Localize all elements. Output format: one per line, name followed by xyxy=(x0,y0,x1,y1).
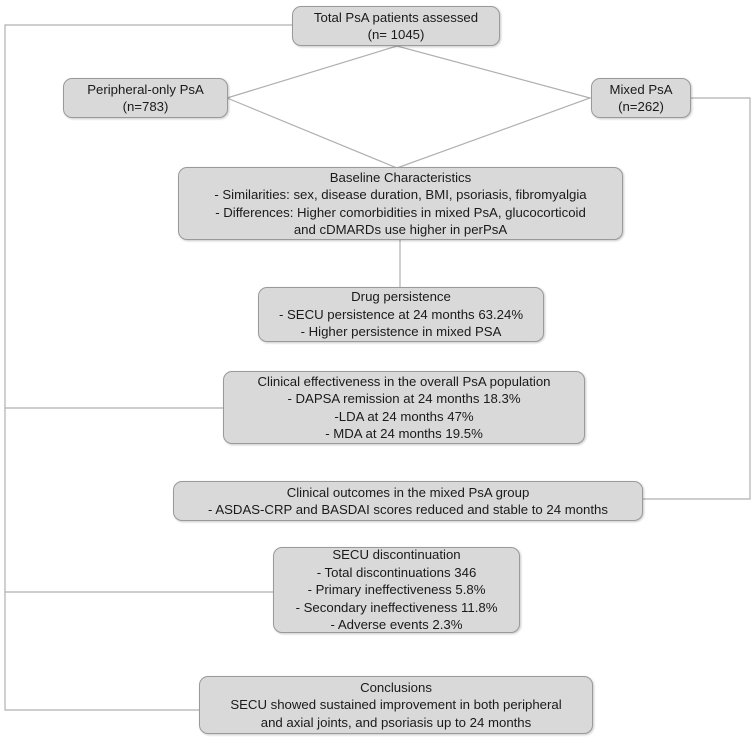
drug-persistence-node-line-2: - SECU persistence at 24 months 63.24% xyxy=(278,306,524,322)
mixed-psa-node-line-2: (n=262) xyxy=(618,99,664,114)
drug-persistence-node[interactable]: Drug persistence- SECU persistence at 24… xyxy=(258,287,544,342)
baseline-characteristics-node-line-3: - Differences: Higher comorbidities in m… xyxy=(215,204,586,220)
clinical-effectiveness-node-line-4: - MDA at 24 months 19.5% xyxy=(325,426,483,441)
clinical-effectiveness-node-line-1: Clinical effectiveness in the overall Ps… xyxy=(257,373,551,389)
clinical-outcomes-mixed-node[interactable]: Clinical outcomes in the mixed PsA group… xyxy=(173,481,643,521)
clinical-effectiveness-node-line-2: - DAPSA remission at 24 months 18.3% xyxy=(287,391,521,406)
baseline-characteristics-node-line-4: and cDMARDs use higher in perPsA xyxy=(293,222,508,237)
mixed-psa-node[interactable]: Mixed PsA (n=262) xyxy=(591,78,691,118)
clinical-effectiveness-node[interactable]: Clinical effectiveness in the overall Ps… xyxy=(223,371,585,444)
secu-discontinuation-node-line-3: - Primary ineffectiveness 5.8% xyxy=(307,582,486,598)
baseline-characteristics-node[interactable]: Baseline Characteristics - Similarities: … xyxy=(178,167,623,240)
diamond-split-connector xyxy=(225,45,592,169)
total-patients-node[interactable]: Total PsA patients assessed (n= 1045) xyxy=(292,6,500,46)
total-to-left-rail-connector xyxy=(4,24,292,711)
peripheral-only-psa-node-line-1: Peripheral-only PsA xyxy=(87,81,204,97)
conclusions-node-line-2: SECU showed sustained improvement in bot… xyxy=(230,697,562,713)
baseline-characteristics-node-line-1: Baseline Characteristics xyxy=(329,169,472,185)
secu-discontinuation-node-line-2: - Total discontinuations 346 xyxy=(316,564,477,580)
mixed-to-right-rail-connector xyxy=(643,97,751,500)
peripheral-only-psa-node-line-2: (n=783) xyxy=(122,99,169,114)
total-patients-node-line-1: Total PsA patients assessed xyxy=(313,9,479,25)
conclusions-node-line-3: and axial joints, and psoriasis up to 24… xyxy=(260,714,532,730)
baseline-characteristics-node-line-2: - Similarities: sex, disease duration, B… xyxy=(214,187,587,202)
clinical-outcomes-mixed-node-line-2: - ASDAS-CRP and BASDAI scores reduced an… xyxy=(208,502,608,517)
drug-persistence-node-line-3: - Higher persistence in mixed PSA xyxy=(300,324,502,340)
drug-persistence-node-line-1: Drug persistence xyxy=(351,289,451,305)
secu-discontinuation-node-line-1: SECU discontinuation xyxy=(332,547,461,563)
conclusions-node-line-1: Conclusions xyxy=(360,679,432,695)
secu-discontinuation-node-line-5: - Adverse events 2.3% xyxy=(330,617,463,633)
secu-discontinuation-node[interactable]: SECU discontinuation- Total discontinuat… xyxy=(273,547,520,633)
clinical-effectiveness-node-line-3: -LDA at 24 months 47% xyxy=(334,408,474,424)
total-patients-node-line-2: (n= 1045) xyxy=(367,27,425,42)
peripheral-only-psa-node[interactable]: Peripheral-only PsA (n=783) xyxy=(63,78,228,118)
clinical-outcomes-mixed-node-line-1: Clinical outcomes in the mixed PsA group xyxy=(286,484,530,500)
secu-discontinuation-node-line-4: - Secondary ineffectiveness 11.8% xyxy=(295,599,498,615)
mixed-psa-node-line-1: Mixed PsA xyxy=(609,81,673,97)
